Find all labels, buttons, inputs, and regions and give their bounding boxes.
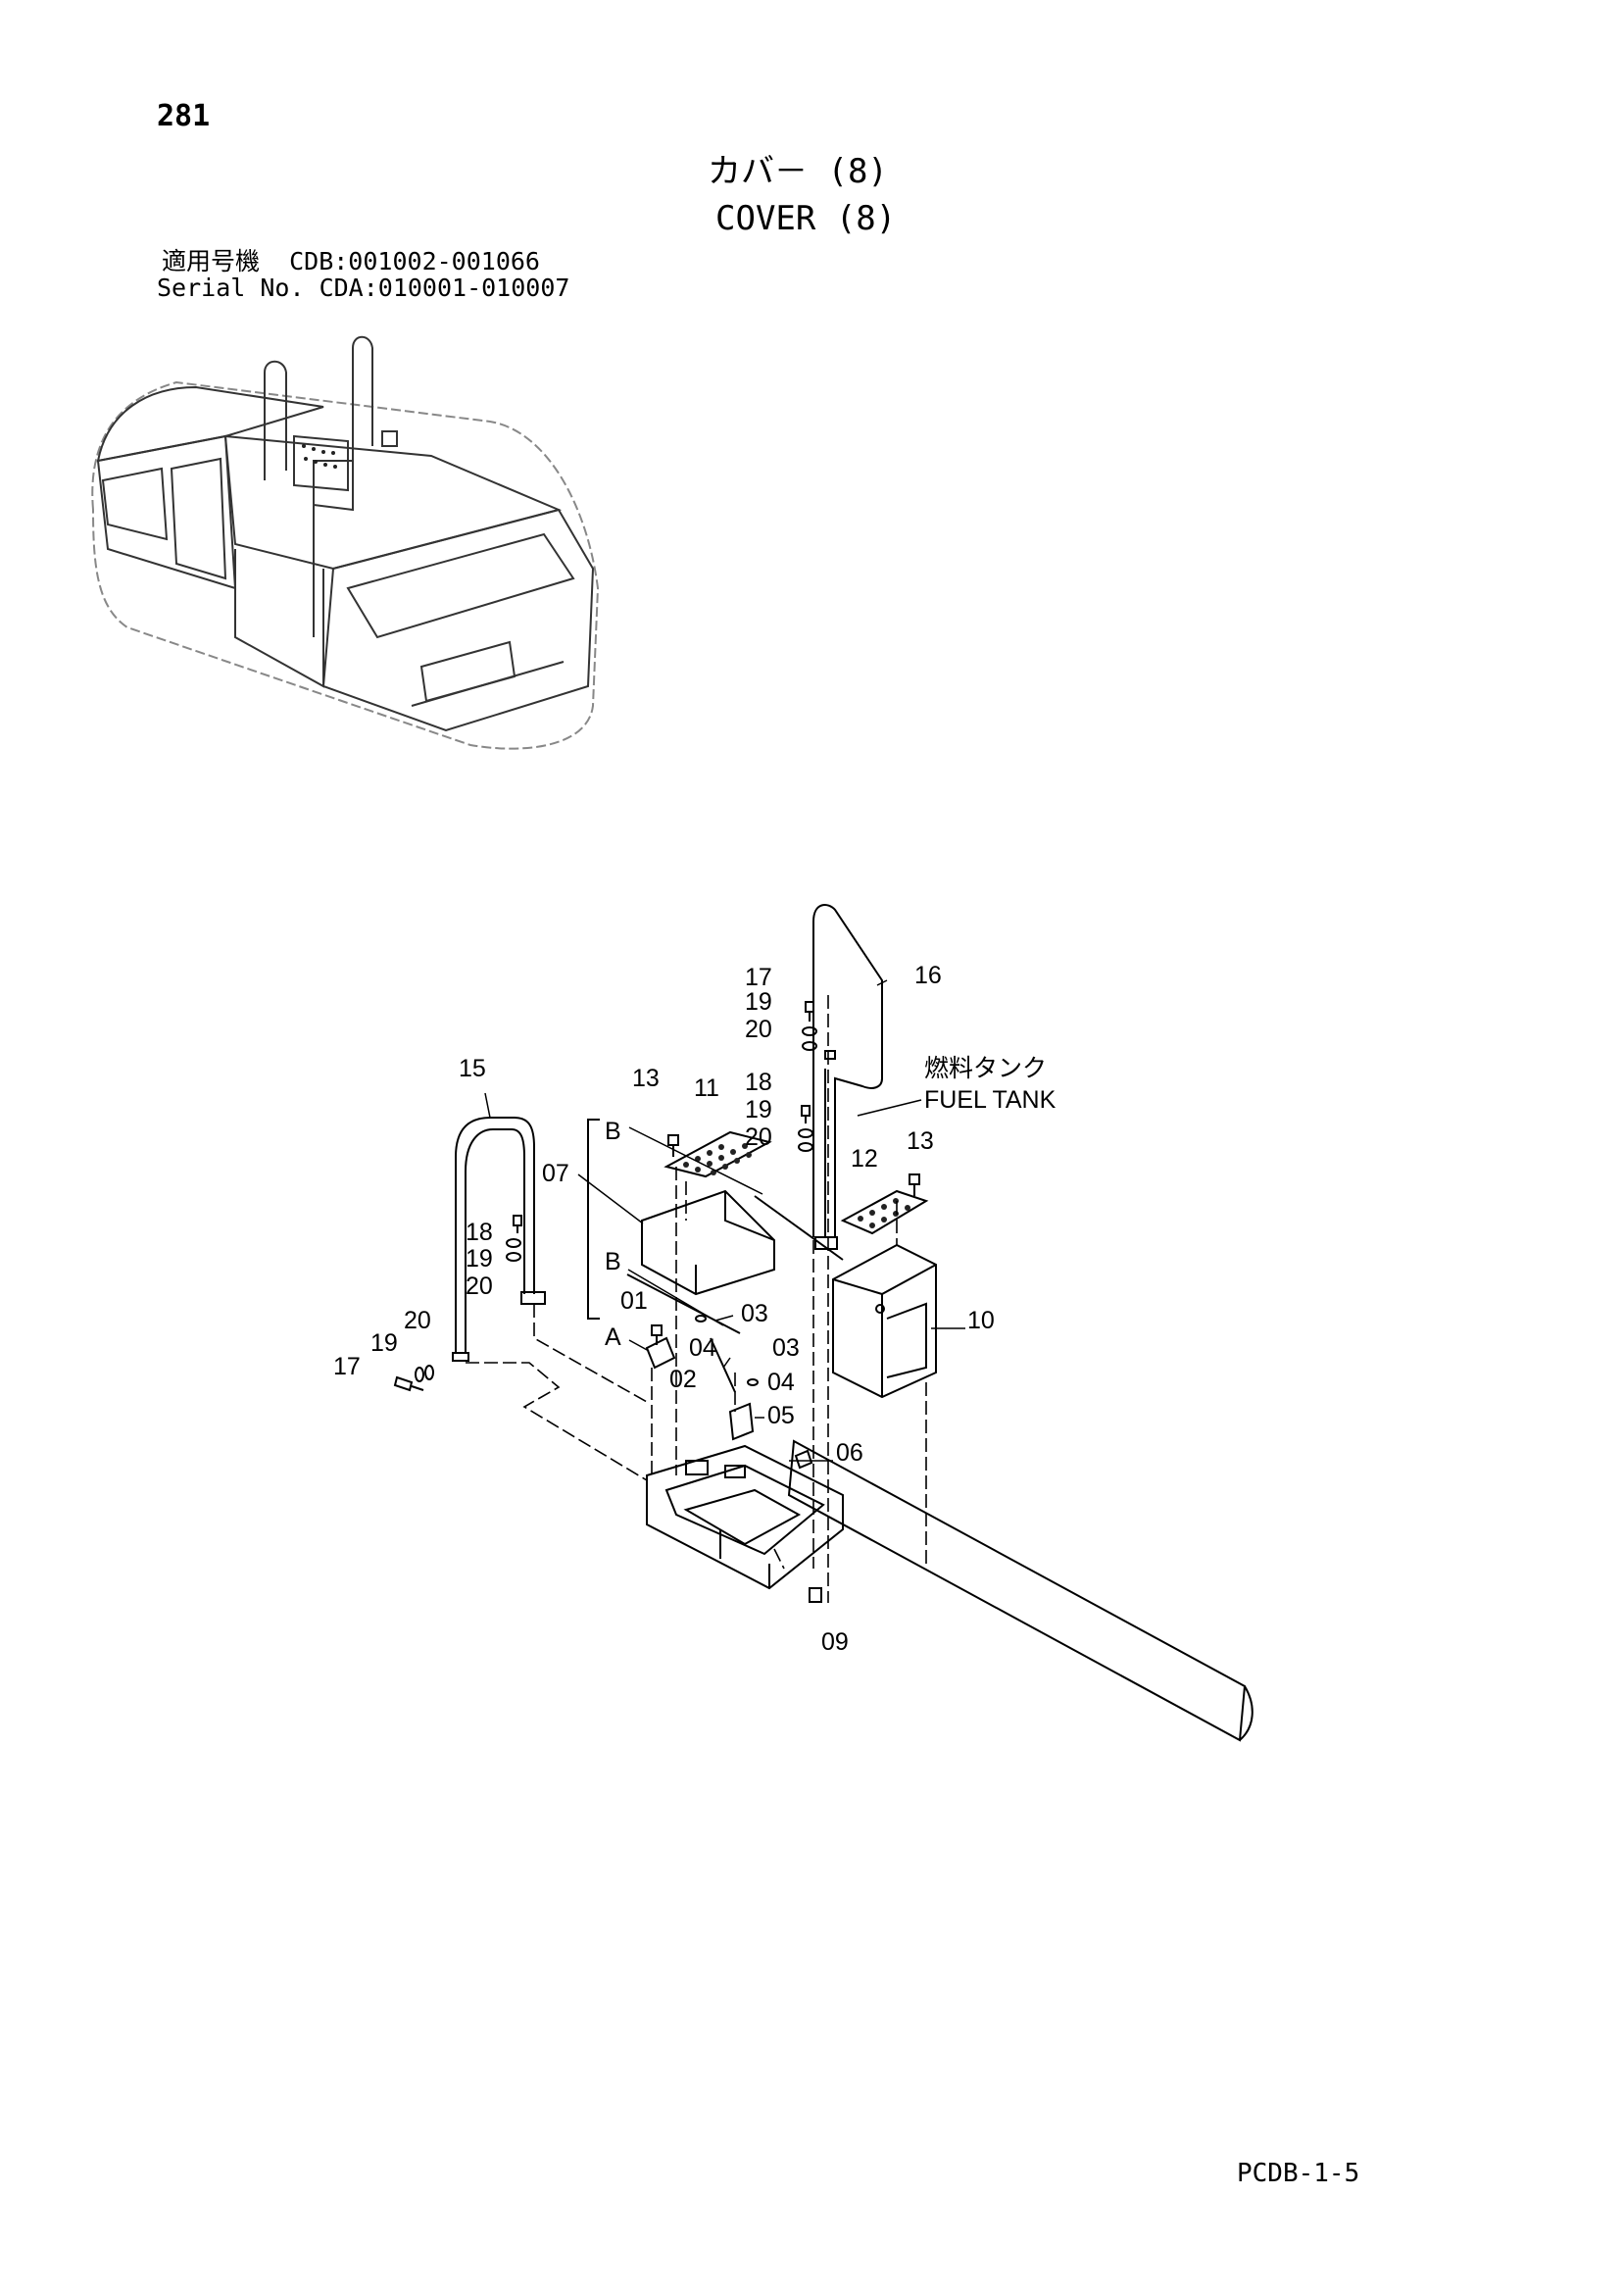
callout-B: B — [605, 1248, 621, 1275]
callout-20: 20 — [466, 1273, 493, 1300]
callout-01: 01 — [620, 1287, 648, 1315]
callout-17: 17 — [745, 964, 772, 991]
callout-16: 16 — [914, 962, 942, 989]
callout-19: 19 — [466, 1245, 493, 1273]
callout-A: A — [605, 1323, 621, 1351]
callout-19: 19 — [370, 1329, 398, 1357]
callout-10: 10 — [967, 1307, 995, 1334]
callout-03: 03 — [772, 1334, 800, 1362]
callout-20: 20 — [404, 1307, 431, 1334]
fuel-tank-label: FUEL TANK — [924, 1086, 1057, 1114]
callout-15: 15 — [459, 1055, 486, 1082]
callout-12: 12 — [851, 1145, 878, 1173]
callout-18: 18 — [745, 1069, 772, 1096]
callout-20: 20 — [745, 1016, 772, 1043]
page-title-japanese: カバ－ (8) — [708, 152, 888, 191]
callout-06: 06 — [836, 1439, 863, 1467]
callout-02: 02 — [669, 1366, 697, 1393]
callout-13: 13 — [907, 1127, 934, 1155]
callout-04: 04 — [767, 1369, 795, 1396]
callout-03: 03 — [741, 1300, 768, 1327]
fuel-tank-label-japanese: 燃料タンク — [924, 1055, 1047, 1082]
callout-B: B — [605, 1118, 621, 1145]
callout-19: 19 — [745, 988, 772, 1016]
callout-05: 05 — [767, 1402, 795, 1429]
serial-range-japanese: 適用号機 CDB:001002-001066 — [162, 247, 540, 275]
page-title: COVER (8) — [715, 199, 897, 238]
callout-07: 07 — [542, 1160, 569, 1187]
page-number: 281 — [157, 99, 211, 133]
document-code: PCDB-1-5 — [1237, 2159, 1360, 2188]
callout-13: 13 — [632, 1065, 660, 1092]
callout-09: 09 — [821, 1628, 849, 1656]
callout-19: 19 — [745, 1096, 772, 1123]
callout-17: 17 — [333, 1353, 361, 1380]
callout-04: 04 — [689, 1334, 716, 1362]
callout-18: 18 — [466, 1219, 493, 1246]
serial-range: Serial No. CDA:010001-010007 — [157, 274, 570, 302]
callout-11: 11 — [694, 1074, 719, 1102]
callout-20: 20 — [745, 1123, 772, 1151]
